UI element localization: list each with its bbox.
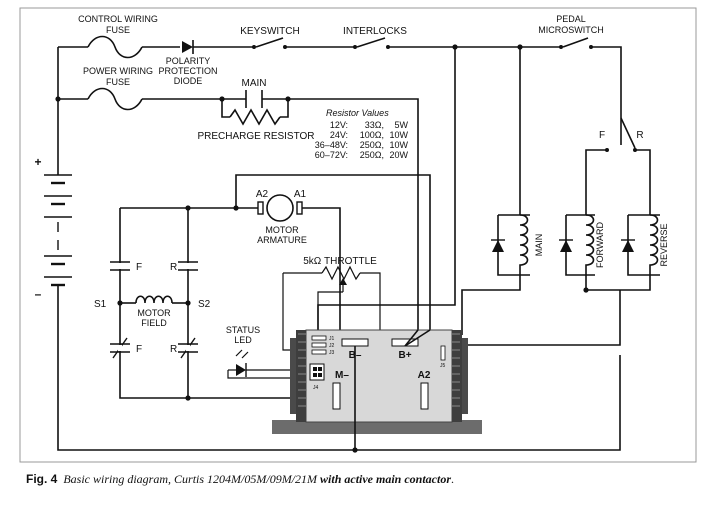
control-line <box>58 35 622 115</box>
resistor-values-title: Resistor Values <box>326 108 389 118</box>
battery-plus-label: + <box>34 155 41 169</box>
interlocks-label: INTERLOCKS <box>343 26 407 37</box>
diagram-border <box>19 7 697 463</box>
contactor-r-top <box>178 261 198 271</box>
rv-row-0-voltage: 12V: <box>330 120 348 130</box>
field-label-1: MOTOR <box>137 308 171 318</box>
f-top-label: F <box>136 262 142 273</box>
caption-description: Basic wiring diagram, Curtis 1204M/05M/0… <box>63 472 318 486</box>
rv-row-3-ohms: 250Ω, <box>360 150 384 160</box>
m-minus-label: M– <box>335 370 349 381</box>
pedal-label-1: PEDAL <box>556 14 586 24</box>
rv-row-2-watts: 10W <box>389 140 408 150</box>
f-bottom-label: F <box>136 344 142 355</box>
battery-minus-label: – <box>35 287 42 301</box>
status-label-2: LED <box>234 335 252 345</box>
a1-motor-label: A1 <box>294 189 307 200</box>
caption-emphasis: with active main contactor <box>320 472 452 486</box>
status-led <box>227 349 300 379</box>
coil-reverse <box>621 214 660 276</box>
diode-label-2: PROTECTION <box>158 66 217 76</box>
b-plus-label: B+ <box>398 350 411 361</box>
rv-row-3-voltage: 60–72V: <box>315 150 348 160</box>
switch-r-label: R <box>636 130 643 141</box>
throttle-label: 5kΩ THROTTLE <box>303 256 377 267</box>
b-minus-label: B– <box>349 350 362 361</box>
figure-caption: Fig. 4 Basic wiring diagram, Curtis 1204… <box>26 472 696 487</box>
s1-label: S1 <box>94 299 107 310</box>
caption-fig-number: Fig. 4 <box>26 472 58 486</box>
motor-armature <box>236 194 341 330</box>
a2-motor-label: A2 <box>256 189 269 200</box>
j4-label: J4 <box>313 385 319 391</box>
precharge-resistor <box>229 108 281 126</box>
coil-main <box>461 47 530 335</box>
power-fuse-label-1: POWER WIRING <box>83 66 153 76</box>
rv-row-3-watts: 20W <box>389 150 408 160</box>
contactor-f-top <box>110 261 130 271</box>
polarity-diode <box>182 40 194 54</box>
field-label-2: FIELD <box>141 318 167 328</box>
pedal-label-2: MICROSWITCH <box>538 25 604 35</box>
coil-forward <box>559 214 595 276</box>
resistor-values-table: Resistor Values 12V: 33Ω, 5W 24V: 100Ω, … <box>315 108 409 160</box>
rv-row-1-watts: 10W <box>389 130 408 140</box>
battery <box>44 174 621 453</box>
caption-end: . <box>451 472 455 486</box>
diode-label-3: DIODE <box>174 76 203 86</box>
control-fuse <box>87 35 143 59</box>
controller <box>272 329 482 450</box>
control-fuse-label-1: CONTROL WIRING <box>78 14 158 24</box>
r-top-label: R <box>170 262 177 273</box>
rv-row-1-ohms: 100Ω, <box>360 130 384 140</box>
power-line <box>55 47 419 330</box>
rv-row-0-watts: 5W <box>395 120 409 130</box>
rv-row-0-ohms: 33Ω, <box>365 120 384 130</box>
j2-label: J2 <box>329 343 335 349</box>
keyswitch <box>252 37 287 49</box>
motor-field-winding <box>135 295 173 304</box>
diode-label-1: POLARITY <box>166 56 211 66</box>
main-contactor <box>245 90 263 108</box>
keyswitch-label: KEYSWITCH <box>240 26 299 37</box>
armature-label-1: MOTOR <box>265 225 299 235</box>
j1-label: J1 <box>329 336 335 342</box>
r-bottom-label: R <box>170 344 177 355</box>
power-fuse <box>87 87 143 111</box>
coil-main-label: MAIN <box>534 234 544 257</box>
precharge-label: PRECHARGE RESISTOR <box>197 131 314 142</box>
armature-label-2: ARMATURE <box>257 235 307 245</box>
switch-f-label: F <box>599 130 605 141</box>
power-fuse-label-2: FUSE <box>106 77 130 87</box>
a2-controller-label: A2 <box>418 370 431 381</box>
rv-row-2-voltage: 36–48V: <box>315 140 348 150</box>
pedal-microswitch <box>559 37 593 49</box>
interlocks-switch <box>353 37 390 49</box>
rv-row-1-voltage: 24V: <box>330 130 348 140</box>
rv-row-2-ohms: 250Ω, <box>360 140 384 150</box>
s2-label: S2 <box>198 299 211 310</box>
j5-label: J5 <box>440 363 446 369</box>
main-label: MAIN <box>242 78 267 89</box>
j3-label: J3 <box>329 350 335 356</box>
coil-reverse-label: REVERSE <box>659 223 669 266</box>
control-fuse-label-2: FUSE <box>106 25 130 35</box>
status-label-1: STATUS <box>226 325 260 335</box>
coil-forward-label: FORWARD <box>595 222 605 268</box>
